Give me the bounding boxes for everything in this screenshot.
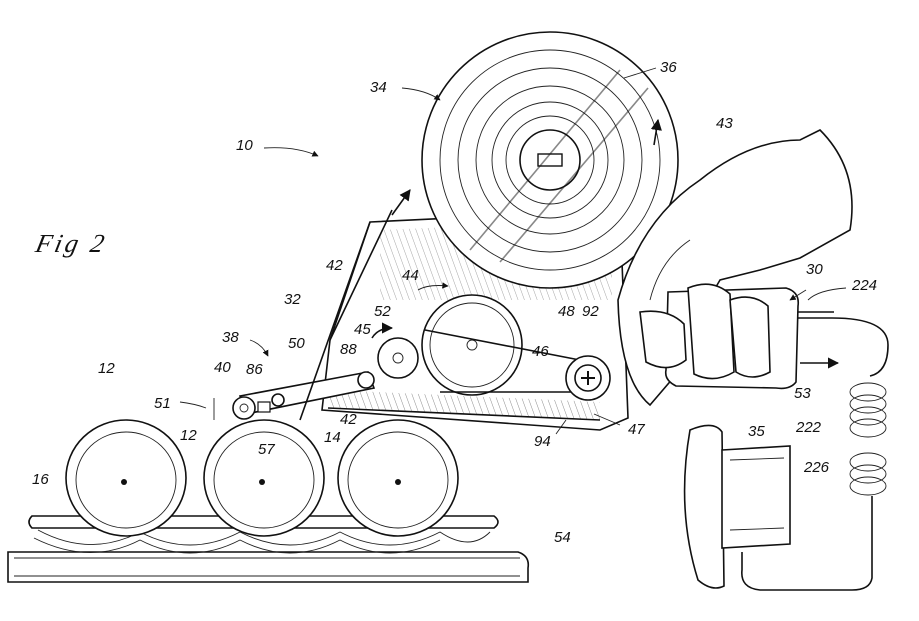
leader-lines xyxy=(179,67,847,435)
label-50: 50 xyxy=(288,335,305,352)
label-35: 35 xyxy=(748,423,765,440)
product-disc-1 xyxy=(65,419,187,537)
label-44: 44 xyxy=(402,267,419,284)
label-47: 47 xyxy=(628,421,645,438)
label-12a: 12 xyxy=(98,360,115,377)
conveyor-16 xyxy=(28,515,499,554)
applicator-arm-50 xyxy=(232,371,376,420)
label-40: 40 xyxy=(214,359,231,376)
supply-roll-34 xyxy=(421,31,679,289)
power-cord-222 xyxy=(741,311,889,591)
label-57: 57 xyxy=(258,441,275,458)
product-disc-2 xyxy=(203,419,325,537)
label-48: 48 xyxy=(558,303,575,320)
handle-30 xyxy=(639,283,800,390)
label-92: 92 xyxy=(582,303,599,320)
figure-title: Fig 2 xyxy=(32,229,110,258)
label-52: 52 xyxy=(374,303,391,320)
label-16: 16 xyxy=(32,471,49,488)
power-pack-226 xyxy=(683,424,791,589)
pulley-45 xyxy=(371,322,419,379)
label-14: 14 xyxy=(324,429,341,446)
label-38: 38 xyxy=(222,329,239,346)
label-42a: 42 xyxy=(326,257,343,274)
label-10: 10 xyxy=(236,137,253,154)
label-94: 94 xyxy=(534,433,551,450)
label-30: 30 xyxy=(806,261,823,278)
feed-arrow xyxy=(391,189,411,216)
motor-pulley-92 xyxy=(565,355,611,401)
product-disc-3 xyxy=(337,419,459,537)
label-222: 222 xyxy=(795,419,822,436)
label-54: 54 xyxy=(554,529,571,546)
label-226: 226 xyxy=(803,459,830,476)
label-36: 36 xyxy=(660,59,677,76)
label-32: 32 xyxy=(284,291,301,308)
cover-edge-32 xyxy=(299,221,371,421)
label-46: 46 xyxy=(532,343,549,360)
label-51: 51 xyxy=(154,395,171,412)
label-86: 86 xyxy=(246,361,263,378)
label-224: 224 xyxy=(851,277,877,294)
label-12b: 12 xyxy=(180,427,197,444)
label-53: 53 xyxy=(794,385,811,402)
label-88: 88 xyxy=(340,341,357,358)
drive-wheel-46 xyxy=(421,294,591,396)
label-45: 45 xyxy=(354,321,371,338)
label-42b: 42 xyxy=(340,411,357,428)
label-43: 43 xyxy=(716,115,733,132)
label-34: 34 xyxy=(370,79,387,96)
base-plate-54 xyxy=(7,551,530,583)
